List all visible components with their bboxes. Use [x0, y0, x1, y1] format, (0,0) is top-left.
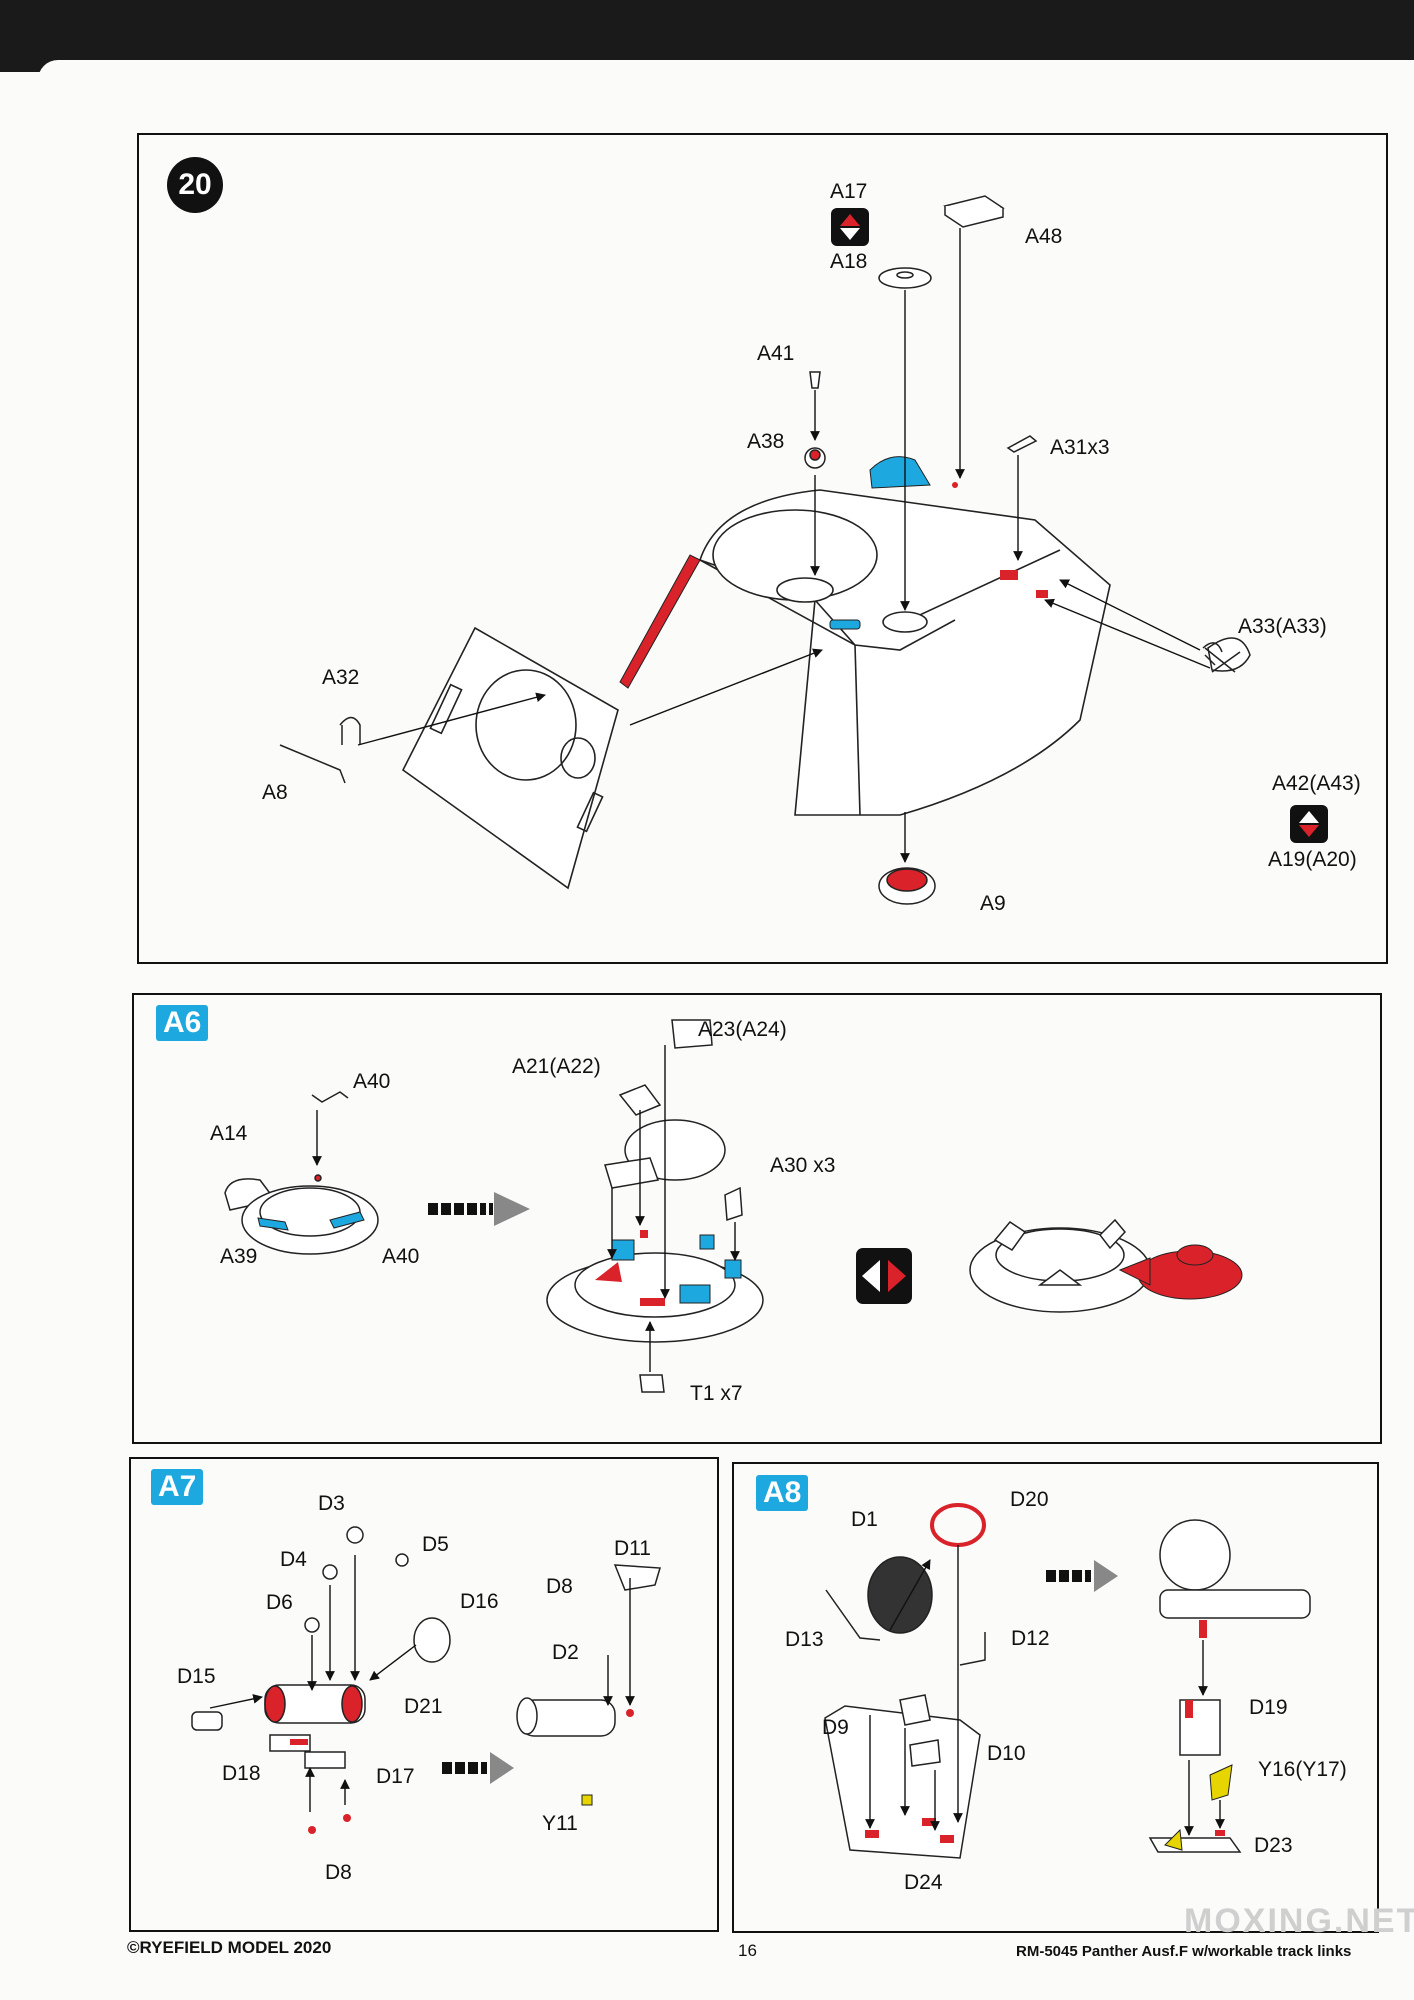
- label-A33: A33(A33): [1238, 615, 1327, 638]
- label-D6: D6: [266, 1591, 293, 1614]
- section-A8-badge: A8: [756, 1475, 809, 1511]
- label-A17: A17: [830, 180, 868, 203]
- label-Y16: Y16(Y17): [1258, 1758, 1347, 1781]
- label-D18: D18: [222, 1762, 261, 1785]
- footer-copyright: ©RYEFIELD MODEL 2020: [127, 1938, 332, 1957]
- label-A23: A23(A24): [698, 1018, 787, 1041]
- label-D9: D9: [822, 1716, 849, 1739]
- label-A42: A42(A43): [1272, 772, 1361, 795]
- step-20-badge: 20: [167, 157, 223, 213]
- watermark: MOXING.NET: [1184, 1902, 1414, 1940]
- label-D15: D15: [177, 1665, 216, 1688]
- label-D1: D1: [851, 1508, 878, 1531]
- label-A40-bottom: A40: [382, 1245, 420, 1268]
- label-D3: D3: [318, 1492, 345, 1515]
- parts: [279, 195, 1251, 905]
- label-D16: D16: [460, 1590, 499, 1613]
- label-D10: D10: [987, 1742, 1026, 1765]
- label-D5: D5: [422, 1533, 449, 1556]
- turret-red-edge: [619, 554, 701, 689]
- footer-product: RM-5045 Panther Ausf.F w/workable track …: [1016, 1943, 1352, 1960]
- label-A21: A21(A22): [512, 1055, 601, 1078]
- turret-red-marks: [952, 482, 1048, 598]
- step-arrow-A7: [442, 1752, 514, 1784]
- top-edge-curve: [38, 60, 1414, 80]
- label-D17: D17: [376, 1765, 415, 1788]
- label-D11: D11: [614, 1537, 651, 1560]
- label-A48: A48: [1025, 225, 1063, 248]
- label-A40-top: A40: [353, 1070, 391, 1093]
- label-D23: D23: [1254, 1834, 1293, 1857]
- label-A39: A39: [220, 1245, 258, 1268]
- label-A38: A38: [747, 430, 785, 453]
- footer-page-number: 16: [738, 1941, 757, 1960]
- section-A7-badge: A7: [151, 1469, 204, 1505]
- turret-blue-parts: [829, 456, 931, 630]
- up-down-icon: [831, 208, 869, 246]
- label-D20: D20: [1010, 1488, 1049, 1511]
- label-A9: A9: [980, 892, 1006, 915]
- label-D24: D24: [904, 1871, 943, 1894]
- label-D4: D4: [280, 1548, 307, 1571]
- label-D13: D13: [785, 1628, 824, 1651]
- step-arrow-A6: [428, 1192, 530, 1226]
- label-A19: A19(A20): [1268, 848, 1357, 871]
- label-Y11: Y11: [542, 1812, 578, 1835]
- label-A31: A31x3: [1050, 436, 1110, 459]
- label-D2: D2: [552, 1641, 579, 1664]
- label-D12: D12: [1011, 1627, 1050, 1650]
- label-A30: A30 x3: [770, 1154, 836, 1177]
- label-A32: A32: [322, 666, 360, 689]
- left-right-icon: [856, 1248, 912, 1304]
- up-down-icon-2: [1290, 805, 1328, 843]
- section-A6-badge: A6: [156, 1005, 209, 1041]
- section-A7-panel: A7: [129, 1457, 719, 1932]
- label-D8b: D8: [546, 1575, 573, 1598]
- label-D8: D8: [325, 1861, 352, 1884]
- label-A41: A41: [757, 342, 795, 365]
- side-panel: [401, 626, 619, 890]
- label-D21: D21: [404, 1695, 443, 1718]
- label-A14: A14: [210, 1122, 248, 1145]
- label-A18: A18: [830, 250, 868, 273]
- step-arrow-A8: [1046, 1560, 1118, 1592]
- section-A8-panel: A8: [732, 1462, 1379, 1933]
- label-D19: D19: [1249, 1696, 1288, 1719]
- label-T1: T1 x7: [690, 1382, 743, 1405]
- label-A8: A8: [262, 781, 288, 804]
